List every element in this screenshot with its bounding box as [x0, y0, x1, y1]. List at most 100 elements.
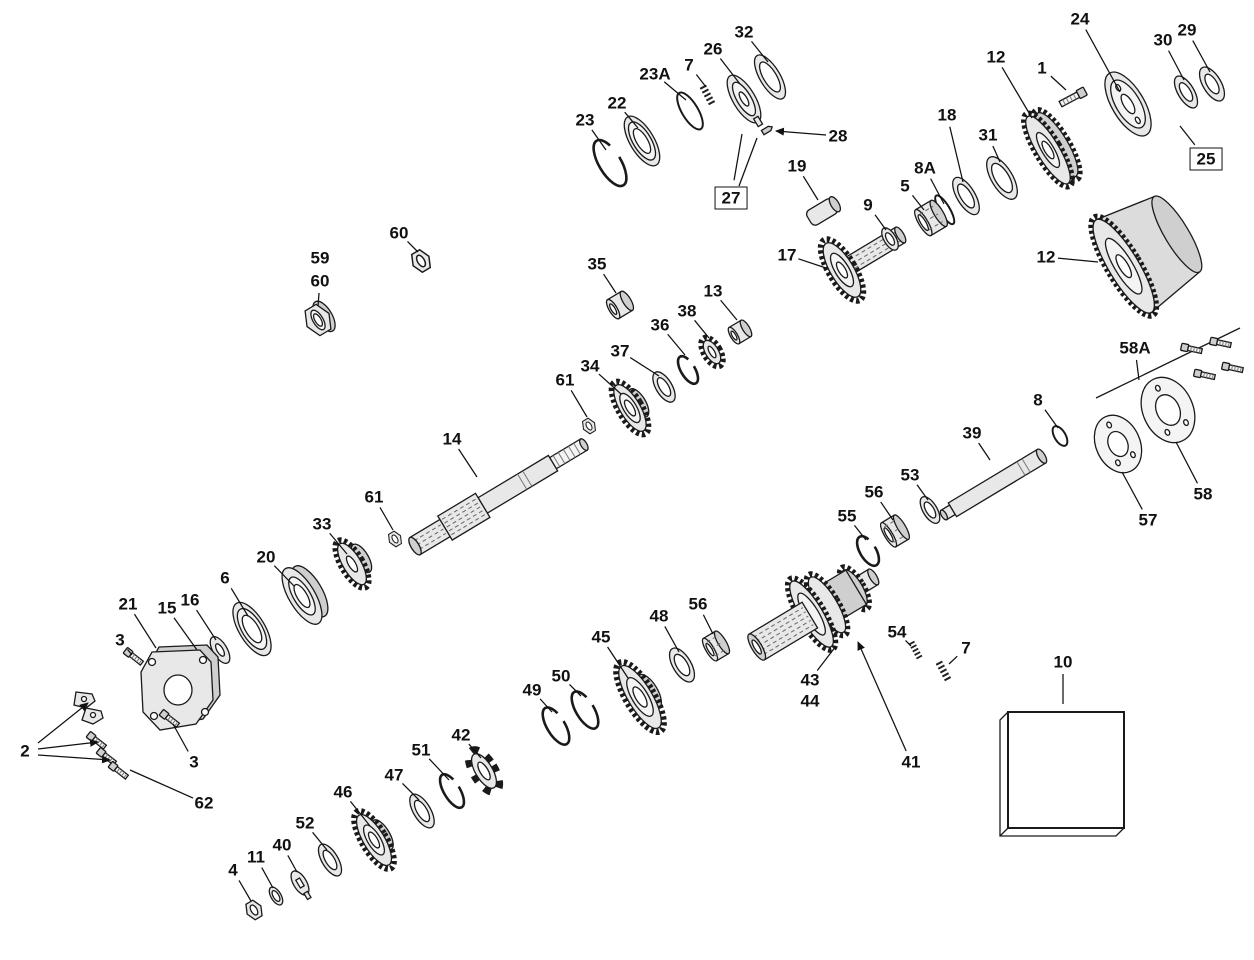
- callout-34: 34: [580, 356, 600, 376]
- leader-line: [349, 801, 371, 827]
- part-32-ring: [753, 54, 787, 100]
- leader-line: [663, 81, 687, 101]
- part-1-screw: [1058, 86, 1088, 108]
- part-20-collar: [281, 565, 329, 625]
- callout-51: 51: [411, 740, 431, 760]
- part-55-snap-ring: [855, 534, 881, 568]
- callout-20: 20: [256, 547, 276, 567]
- leader-line: [287, 855, 298, 873]
- part-29-retainer: [1198, 66, 1226, 102]
- callout-61: 61: [555, 370, 575, 390]
- part-6-bearing: [232, 601, 272, 657]
- leader-line: [428, 758, 450, 781]
- leader-line: [379, 507, 394, 531]
- leader-line: [1135, 359, 1140, 381]
- leader-line: [905, 640, 912, 647]
- callout-57: 57: [1138, 510, 1158, 530]
- leader-line: [570, 389, 588, 418]
- callout-62: 62: [194, 793, 214, 813]
- leader-line: [329, 532, 348, 555]
- leader-line: [738, 137, 758, 187]
- leader-line: [992, 145, 1001, 163]
- callout-48: 48: [649, 606, 669, 626]
- callout-39: 39: [962, 423, 982, 443]
- leader-line: [539, 698, 553, 713]
- part-56-bearing: [879, 514, 911, 548]
- part-30-washer: [1173, 75, 1199, 109]
- leader-line: [1175, 441, 1199, 484]
- part-36-snap-ring: [676, 354, 700, 386]
- callout-36: 36: [650, 315, 670, 335]
- part-49-snap-ring: [541, 706, 571, 746]
- part-13-bushing: [727, 319, 753, 345]
- leader-line: [1121, 471, 1143, 510]
- part-37-washer: [652, 371, 676, 403]
- leader-line: [720, 299, 738, 321]
- leader-line: [173, 617, 198, 651]
- callout-21: 21: [118, 594, 138, 614]
- leader-line: [719, 58, 741, 85]
- callout-6: 6: [220, 568, 230, 588]
- callout-32: 32: [734, 22, 754, 42]
- leader-line: [802, 175, 819, 201]
- callout-38: 38: [677, 301, 697, 321]
- callout-60: 60: [310, 271, 330, 291]
- callout-2: 2: [20, 741, 30, 761]
- leader-line: [273, 565, 295, 587]
- part-11-washer: [268, 886, 284, 906]
- part-10-box: [999, 711, 1125, 837]
- leader-line: [624, 111, 639, 129]
- callout-58A: 58A: [1119, 338, 1151, 358]
- callout-61: 61: [364, 487, 384, 507]
- part-12-sprocket: [1021, 107, 1083, 190]
- leader-line: [1179, 125, 1196, 146]
- leader-line: [1044, 409, 1059, 429]
- part-18-washer: [952, 176, 980, 216]
- callout-42: 42: [451, 725, 471, 745]
- part-9-washer: [881, 227, 899, 251]
- leader-line: [1057, 257, 1099, 263]
- callout-24: 24: [1070, 9, 1090, 29]
- leader-line: [127, 648, 133, 656]
- callout-35: 35: [587, 254, 607, 274]
- part-34-gear: [608, 378, 652, 438]
- leader-line: [230, 587, 249, 617]
- leader-line: [37, 754, 111, 764]
- callout-16: 16: [180, 590, 200, 610]
- callout-25: 25: [1189, 147, 1223, 171]
- part-8-oring: [1051, 425, 1069, 447]
- callout-31: 31: [978, 125, 998, 145]
- callout-56: 56: [688, 594, 708, 614]
- leader-line: [317, 292, 320, 307]
- part-33-gear: [332, 537, 373, 591]
- leader-line: [694, 319, 710, 339]
- part-53-washer: [919, 495, 941, 525]
- callout-49: 49: [522, 680, 542, 700]
- callout-41: 41: [901, 752, 921, 772]
- leader-line: [733, 133, 743, 181]
- leader-line: [407, 241, 419, 253]
- leader-line: [402, 783, 420, 801]
- callout-58: 58: [1193, 484, 1213, 504]
- part-39-shifter-shaft: [939, 448, 1048, 521]
- leader-line: [930, 178, 945, 205]
- leader-line: [857, 641, 907, 752]
- callout-28: 28: [828, 126, 848, 146]
- part-12-clutch-drum: [1088, 195, 1203, 319]
- leader-line: [468, 743, 482, 759]
- callout-46: 46: [333, 782, 353, 802]
- leader-line: [312, 831, 328, 851]
- part-56-bearing: [701, 630, 731, 662]
- callout-3: 3: [115, 630, 125, 650]
- leader-line: [816, 645, 837, 671]
- part-46-gear: [351, 808, 397, 872]
- callout-12: 12: [986, 47, 1006, 67]
- callout-43: 43: [800, 670, 820, 690]
- leader-line: [978, 442, 991, 461]
- part-57-gasket: [1093, 414, 1143, 474]
- callout-40: 40: [272, 835, 292, 855]
- leader-line: [948, 655, 958, 665]
- callout-50: 50: [551, 666, 571, 686]
- callout-1: 1: [1037, 58, 1047, 78]
